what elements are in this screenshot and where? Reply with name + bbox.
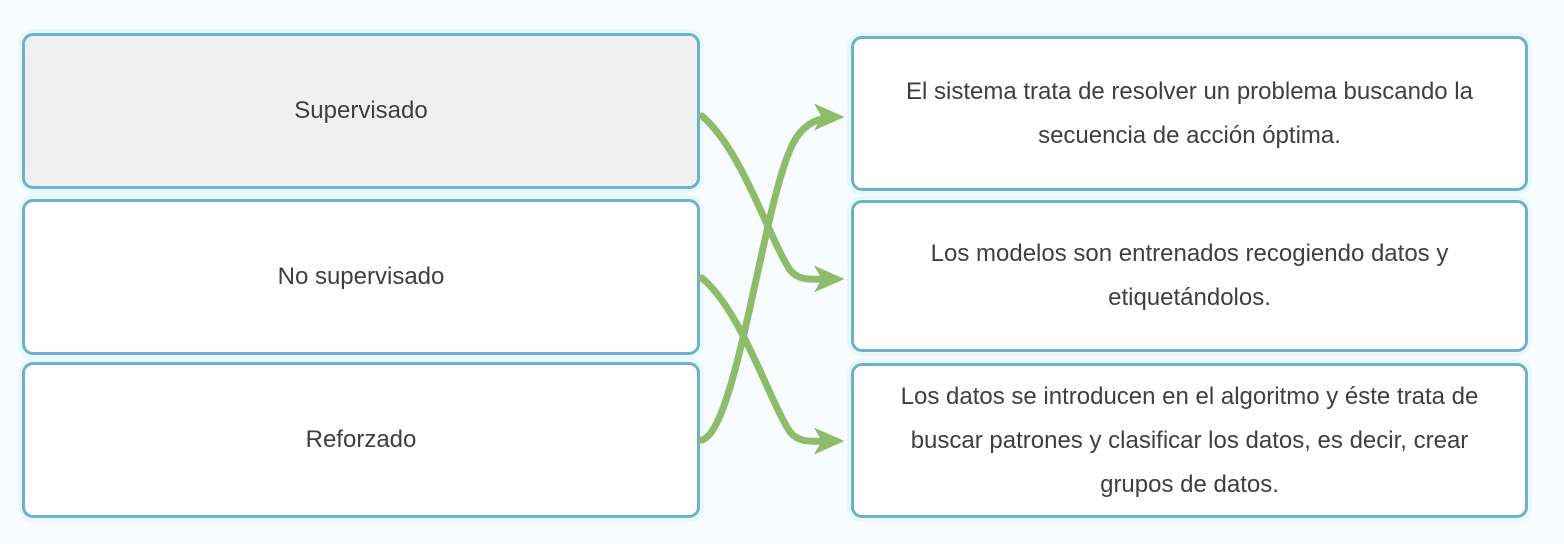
match-target-label: Los datos se introducen en el algoritmo … — [900, 382, 1479, 498]
connector-no-supervisado-to-definition-3 — [698, 274, 845, 455]
match-option-label: Reforzado — [305, 426, 417, 453]
match-option-supervisado[interactable]: Supervisado — [22, 33, 700, 189]
connector-reforzado-to-definition-1 — [698, 103, 845, 444]
right-column: El sistema trata de resolver un problema… — [851, 0, 1528, 544]
match-option-label: Supervisado — [294, 97, 428, 124]
match-target-label: Los modelos son entrenados recogiendo da… — [930, 240, 1449, 311]
connector-supervisado-to-definition-2 — [698, 112, 845, 293]
match-option-label: No supervisado — [277, 263, 445, 290]
match-target-supervised-definition[interactable]: Los modelos son entrenados recogiendo da… — [851, 200, 1528, 352]
match-target-reinforcement-definition[interactable]: El sistema trata de resolver un problema… — [851, 36, 1528, 191]
match-target-label: El sistema trata de resolver un problema… — [906, 77, 1473, 149]
match-option-no-supervisado[interactable]: No supervisado — [22, 199, 700, 355]
match-target-unsupervised-definition[interactable]: Los datos se introducen en el algoritmo … — [851, 363, 1528, 518]
match-option-reforzado[interactable]: Reforzado — [22, 362, 700, 518]
left-column: Supervisado No supervisado Reforzado — [22, 0, 700, 544]
